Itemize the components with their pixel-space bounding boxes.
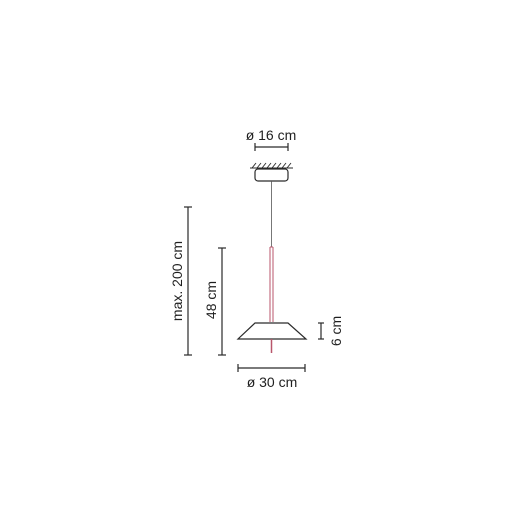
max-height-dimension: max. 200 cm [169,206,192,356]
lamp-stem [269,246,274,322]
shade-height-label: 6 cm [328,316,344,346]
body-height-label: 48 cm [203,281,219,319]
body-height-dimension: 48 cm [203,247,226,356]
shade-diameter-dimension: ø 30 cm [237,364,306,390]
max-height-label: max. 200 cm [169,241,185,321]
canopy-diameter-dimension: ø 16 cm [246,127,297,151]
canopy [254,168,289,182]
shade-diameter-label: ø 30 cm [247,374,298,390]
lamp-shade [236,322,308,340]
ceiling-hatch [250,162,293,169]
canopy-diameter-label: ø 16 cm [246,127,297,143]
shade-height-dimension: 6 cm [318,316,344,346]
